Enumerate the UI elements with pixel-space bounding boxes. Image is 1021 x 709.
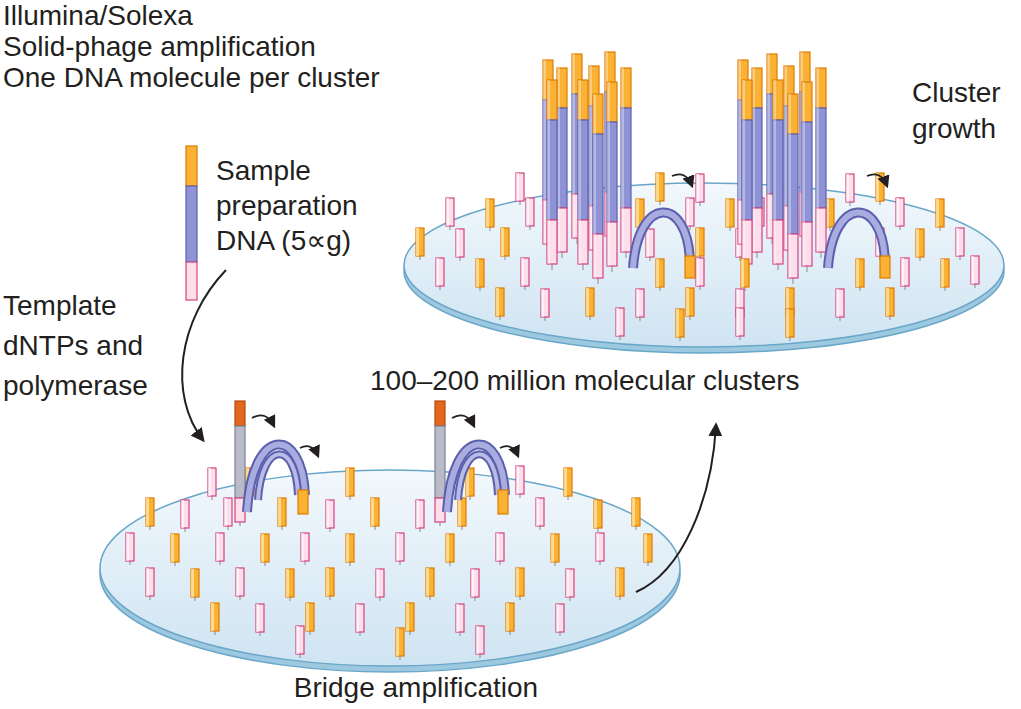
label-text: Sample preparation DNA (5∝g): [216, 153, 396, 258]
flow-cell-plate: [100, 470, 680, 672]
primer-probes: [126, 533, 652, 660]
flow-cell-plate: [404, 183, 1004, 353]
label-text: Solid-phage amplification: [3, 31, 316, 62]
label-text: Template dNTPs and polymerase: [3, 286, 148, 406]
label-text: One DNA molecule per cluster: [3, 62, 380, 93]
primer-probes: [436, 256, 979, 341]
flow-arrow: [182, 270, 226, 440]
flow-arrow: [636, 425, 716, 592]
dna-cluster: [543, 52, 695, 284]
label-text: 100–200 million molecular clusters: [370, 365, 800, 396]
title-text: Illumina/Solexa: [3, 0, 193, 31]
dna-cluster: [738, 52, 890, 284]
label-text: Cluster growth: [912, 75, 1001, 147]
bridge-template: [235, 401, 518, 526]
primer-probes: [146, 466, 640, 532]
label-text: Bridge amplification: [294, 672, 538, 703]
sample-dna-strand: [186, 146, 197, 300]
